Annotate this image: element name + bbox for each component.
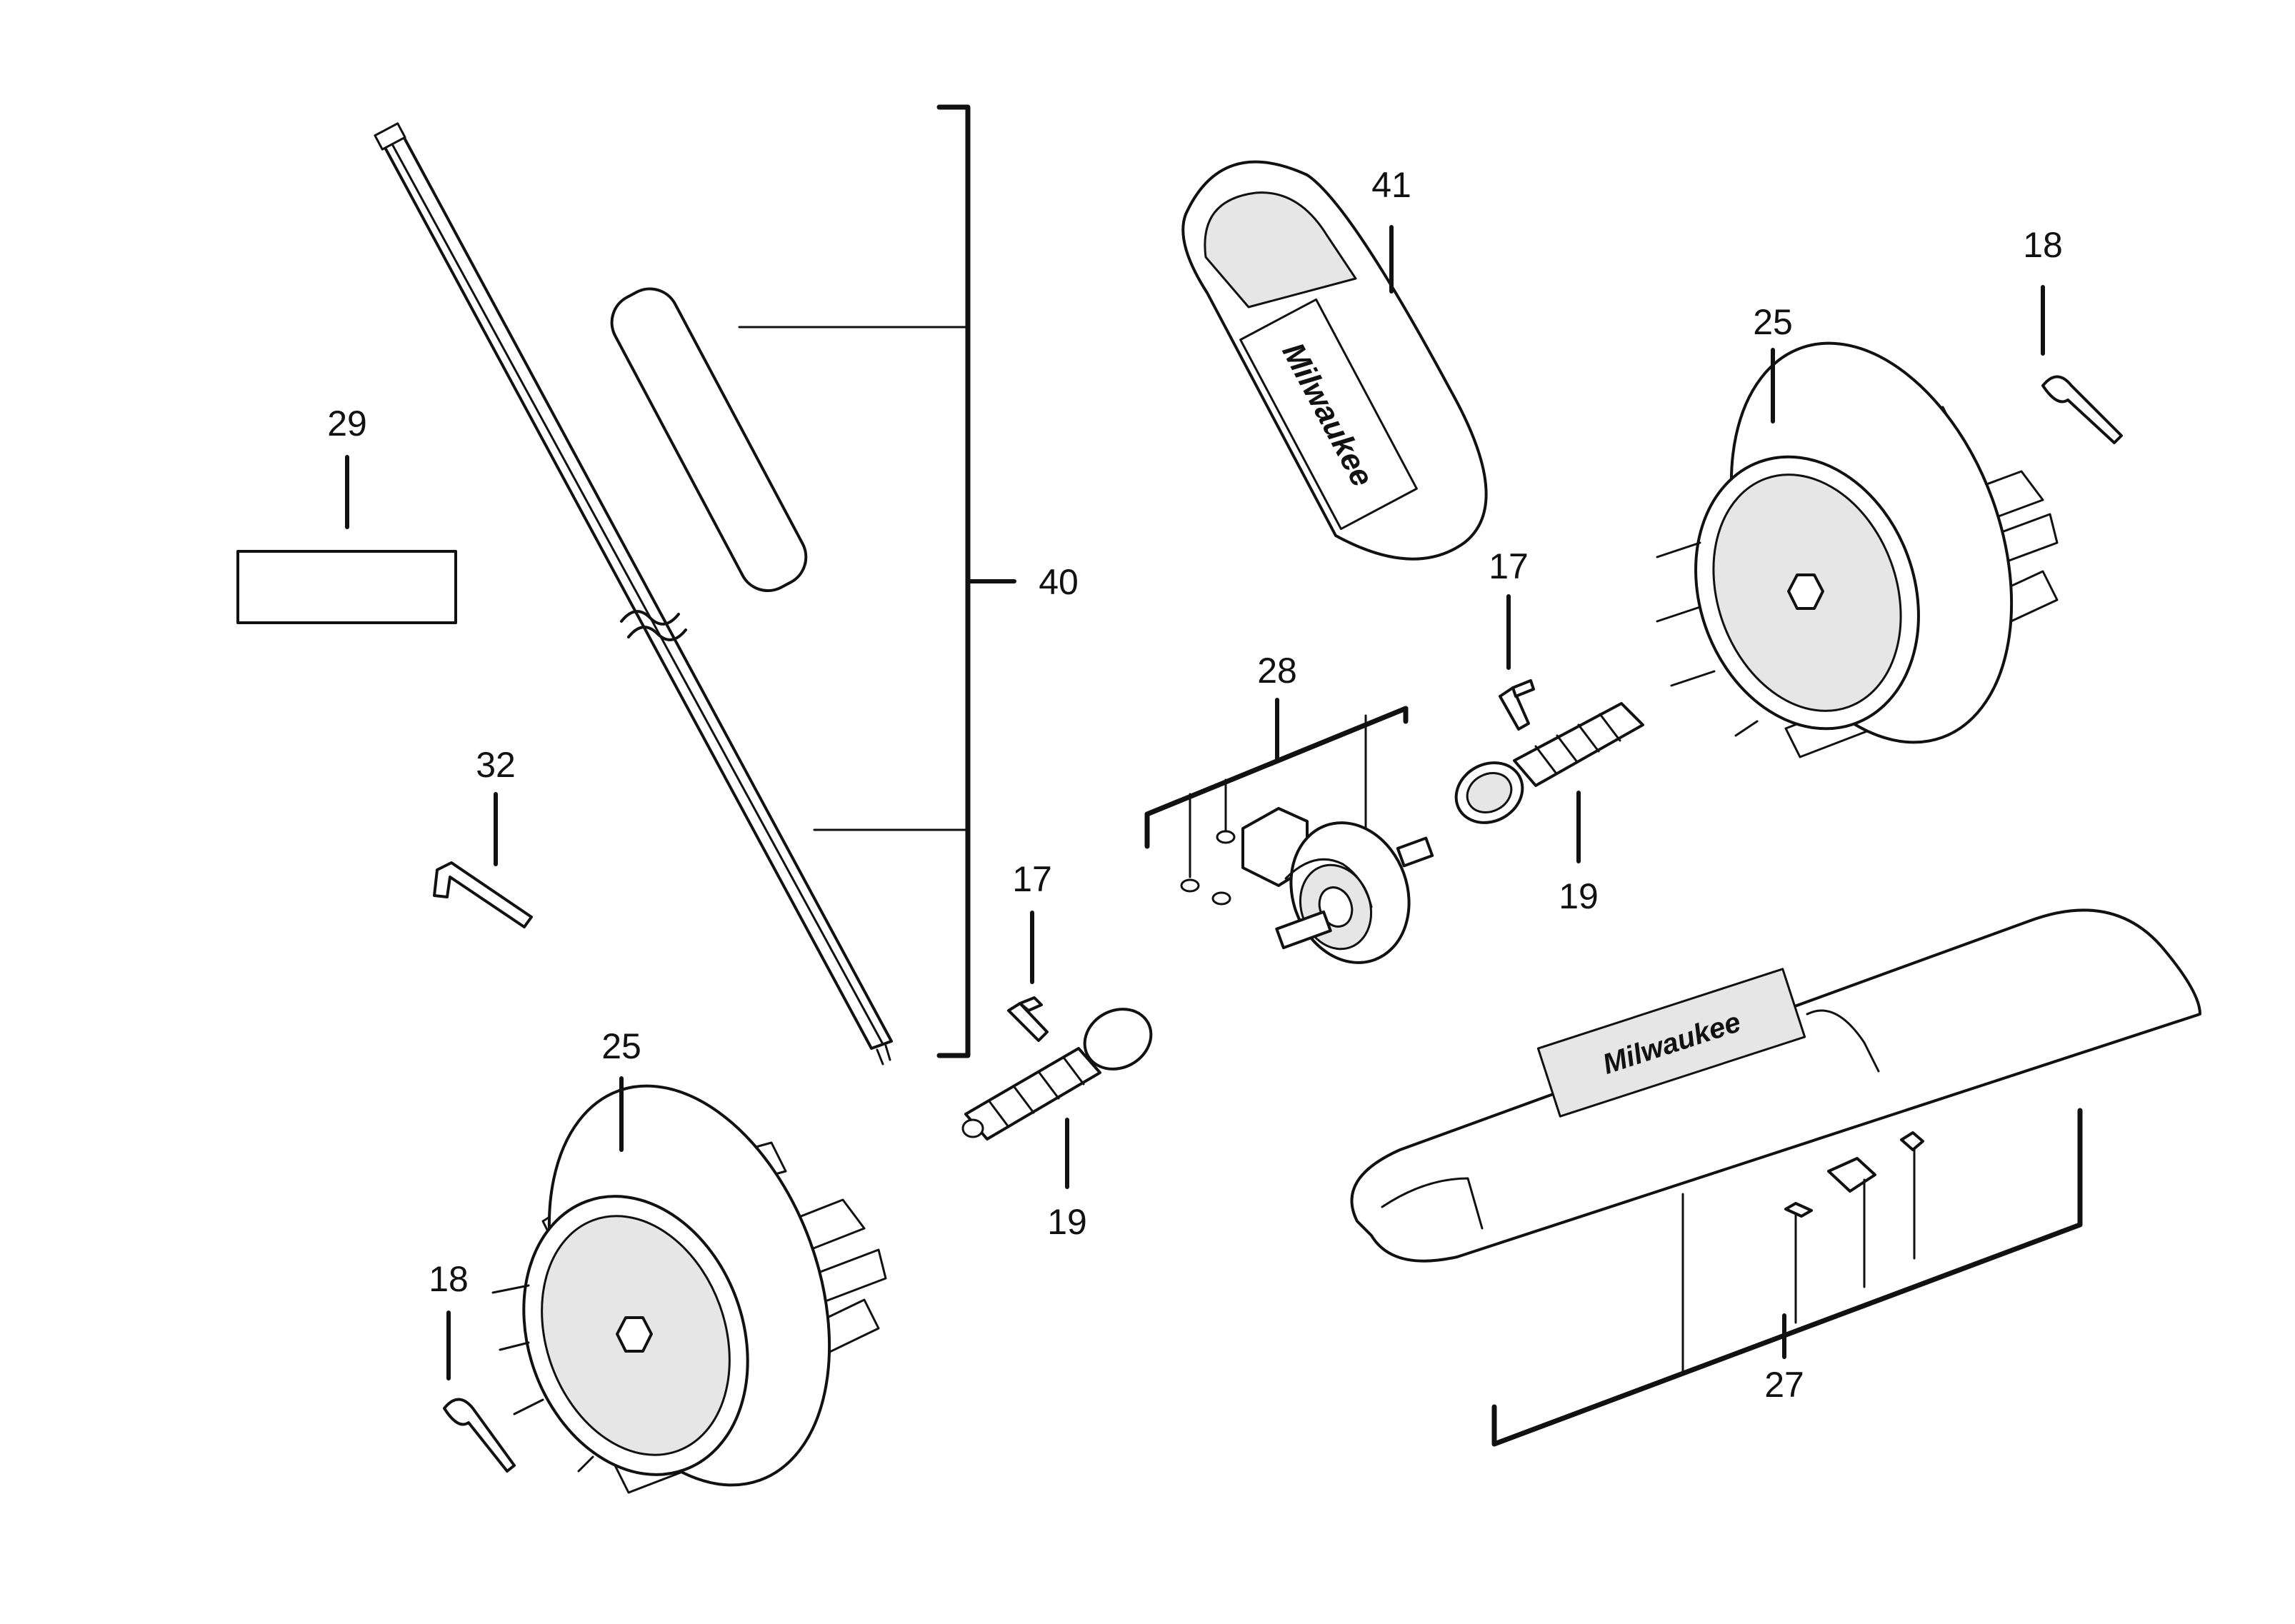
part-17-hex-key-low <box>1007 911 1049 1042</box>
callout-18-low: 18 <box>429 1259 469 1299</box>
grip-sleeve <box>610 287 808 593</box>
part-28-gearbox <box>1144 698 1434 964</box>
callout-18-top: 18 <box>2023 225 2063 265</box>
callout-17-low: 17 <box>1012 859 1052 899</box>
callout-25-low: 25 <box>601 1026 641 1066</box>
callout-19-top: 19 <box>1559 876 1599 916</box>
part-18-hairpin-clip-low <box>443 1310 516 1473</box>
part-17-hex-key-top <box>1499 594 1535 731</box>
callout-32: 32 <box>476 745 516 785</box>
part-41-sheath: Milwaukee <box>1181 160 1488 561</box>
part-18-hairpin-clip-top <box>2041 285 2123 444</box>
drive-shaft <box>374 122 893 1066</box>
part-25-paddle-rotor-low <box>491 1076 887 1494</box>
callout-labels: 41 18 25 29 40 17 28 32 19 17 25 19 18 2… <box>327 165 2063 1405</box>
part-29-label <box>236 455 457 624</box>
callout-28: 28 <box>1257 651 1297 691</box>
callout-29: 29 <box>327 404 367 443</box>
part-27-shroud: Milwaukee <box>1350 908 2201 1447</box>
callout-27: 27 <box>1764 1365 1804 1405</box>
shroud-hardware <box>1784 1131 1924 1218</box>
part-40-shaft-assembly <box>374 104 1016 1066</box>
callout-17-top: 17 <box>1489 546 1529 586</box>
gearbox-screws <box>1180 830 1236 906</box>
part-25-paddle-rotor-top <box>1656 341 2059 758</box>
callout-25-top: 25 <box>1753 302 1793 342</box>
callout-41: 41 <box>1371 165 1411 205</box>
bracket-40 <box>738 104 1016 1058</box>
gearbox-housing <box>1241 807 1434 964</box>
hex-bore-low <box>616 1316 653 1353</box>
shroud-cover <box>1350 908 2201 1263</box>
callout-19-low: 19 <box>1047 1202 1087 1242</box>
callout-40: 40 <box>1039 562 1079 602</box>
hex-bore-top <box>1787 573 1824 610</box>
bracket-27 <box>1491 1108 2083 1447</box>
part-19-coupler-low <box>961 1008 1153 1189</box>
part-19-coupler-top <box>1454 702 1644 863</box>
part-32-hex-wrench <box>433 792 533 928</box>
